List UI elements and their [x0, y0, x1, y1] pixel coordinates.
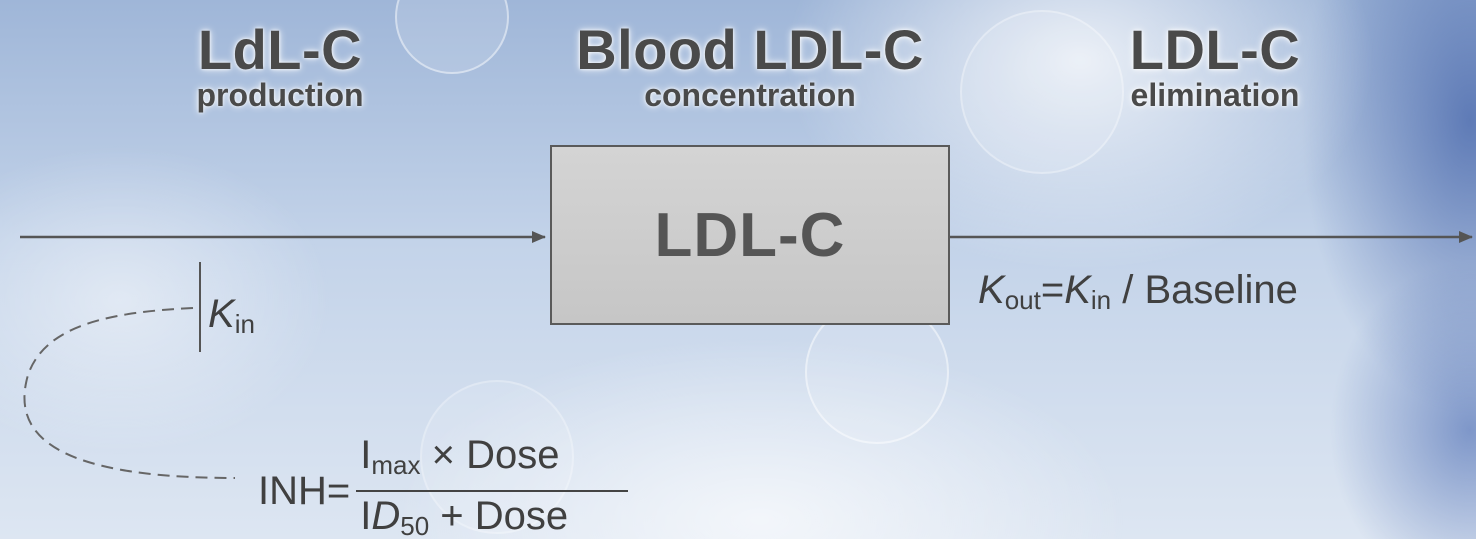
header-ldl-production: LdL-C production [150, 18, 410, 113]
inh-num-sub: max [371, 450, 421, 480]
kin-label: Kin [208, 292, 255, 340]
header-blood-subtitle: concentration [644, 77, 856, 113]
kout-equals: = [1040, 268, 1065, 312]
header-elimination-title: LDL-C [1129, 18, 1301, 81]
inh-den-rest: + Dose [429, 494, 569, 538]
kin-symbol: K [208, 292, 235, 336]
header-production-title: LdL-C [197, 18, 363, 81]
inh-num-I: I [360, 433, 372, 477]
inh-lhs: INH= [258, 468, 351, 513]
bokeh-circle [960, 10, 1124, 174]
inh-fraction: Imax × Dose ID50 + Dose [356, 432, 629, 539]
inh-numerator: Imax × Dose [356, 432, 563, 490]
compartment-label: LDL-C [654, 200, 846, 270]
inhibition-dashed-curve [23, 307, 236, 479]
kout-rhs-symbol: K [1064, 268, 1091, 312]
kout-equation: Kout=Kin / Baseline [978, 268, 1298, 316]
inh-denominator: ID50 + Dose [356, 492, 572, 539]
header-elimination-subtitle: elimination [1130, 77, 1300, 113]
inh-den-D: D [371, 494, 401, 538]
inh-den-I: I [360, 494, 372, 538]
header-ldl-elimination: LDL-C elimination [1080, 18, 1350, 113]
inh-equation: INH= Imax × Dose ID50 + Dose [258, 432, 629, 539]
inh-den-sub: 50 [400, 511, 430, 539]
inh-num-rest: × Dose [431, 433, 560, 477]
ldl-compartment-box: LDL-C [550, 145, 950, 325]
kout-subscript: out [1004, 285, 1041, 315]
kout-symbol: K [978, 268, 1005, 312]
header-production-subtitle: production [196, 77, 364, 113]
bokeh-circle [420, 380, 574, 534]
kin-subscript: in [234, 309, 255, 339]
fraction-bar [356, 490, 629, 492]
kout-rhs-rest: / Baseline [1111, 268, 1298, 312]
header-blood-title: Blood LDL-C [576, 18, 924, 81]
kout-rhs-subscript: in [1090, 285, 1112, 315]
header-blood-ldl-concentration: Blood LDL-C concentration [500, 18, 1000, 113]
